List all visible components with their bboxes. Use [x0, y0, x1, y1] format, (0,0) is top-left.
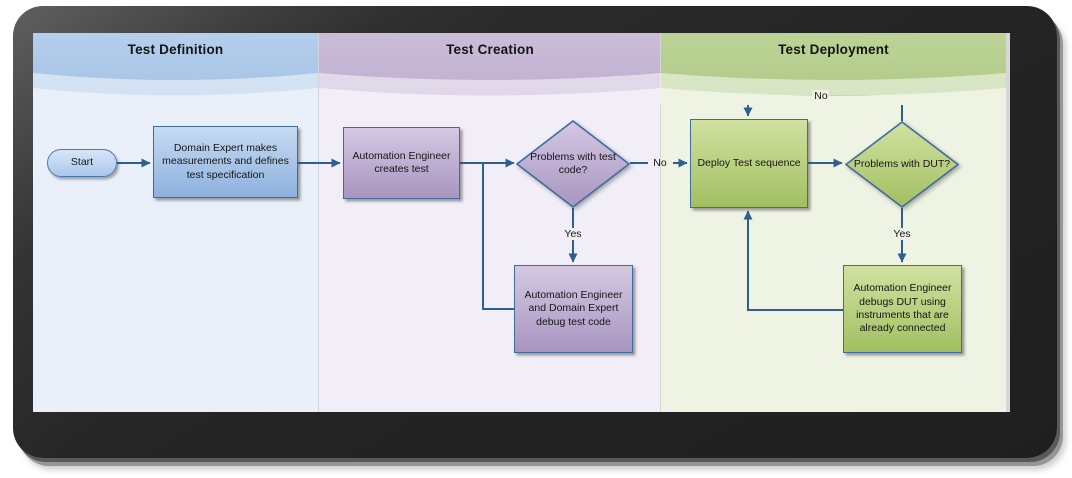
lane-test-creation: Test Creation: [318, 33, 661, 412]
lane-test-definition-header: Test Definition: [33, 33, 318, 105]
lane-test-definition: Test Definition: [33, 33, 318, 412]
node-automation-engineer-creates-test: Automation Engineer creates test: [343, 127, 460, 199]
edge-label-no-dut: No: [812, 90, 830, 102]
lane-header-wave: [661, 73, 1006, 105]
node-problems-with-dut: Problems with DUT?: [845, 121, 959, 208]
lane-title-test-creation: Test Creation: [446, 42, 534, 57]
node-start: Start: [47, 149, 117, 177]
lane-title-test-deployment: Test Deployment: [778, 42, 889, 57]
lane-test-creation-header: Test Creation: [319, 33, 661, 105]
edge-label-yes-dut: Yes: [891, 228, 913, 240]
slide-right-edge: [1005, 33, 1010, 412]
node-debug-dut: Automation Engineer debugs DUT using ins…: [843, 265, 962, 353]
node-domain-expert-measurements: Domain Expert makes measurements and def…: [153, 126, 298, 198]
edge-label-no-test-code: No: [653, 157, 667, 169]
lane-header-wave: [33, 73, 318, 105]
decision-label: Problems with DUT?: [853, 157, 951, 170]
lane-title-test-definition: Test Definition: [127, 42, 224, 57]
flowchart-canvas: Test Definition Test Creation Test Deplo…: [33, 33, 1006, 412]
node-debug-test-code: Automation Engineer and Domain Expert de…: [514, 265, 633, 353]
edge-label-yes-test-code: Yes: [562, 228, 584, 240]
node-problems-with-test-code: Problems with test code?: [516, 120, 630, 208]
lane-test-deployment: Test Deployment: [660, 33, 1006, 412]
lane-test-deployment-header: Test Deployment: [661, 33, 1006, 105]
decision-diamond: [516, 120, 630, 208]
lane-header-wave: [319, 73, 661, 105]
decision-label: Problems with test code?: [530, 150, 616, 176]
decision-diamond: [845, 121, 959, 208]
node-deploy-test-sequence: Deploy Test sequence: [690, 119, 808, 208]
